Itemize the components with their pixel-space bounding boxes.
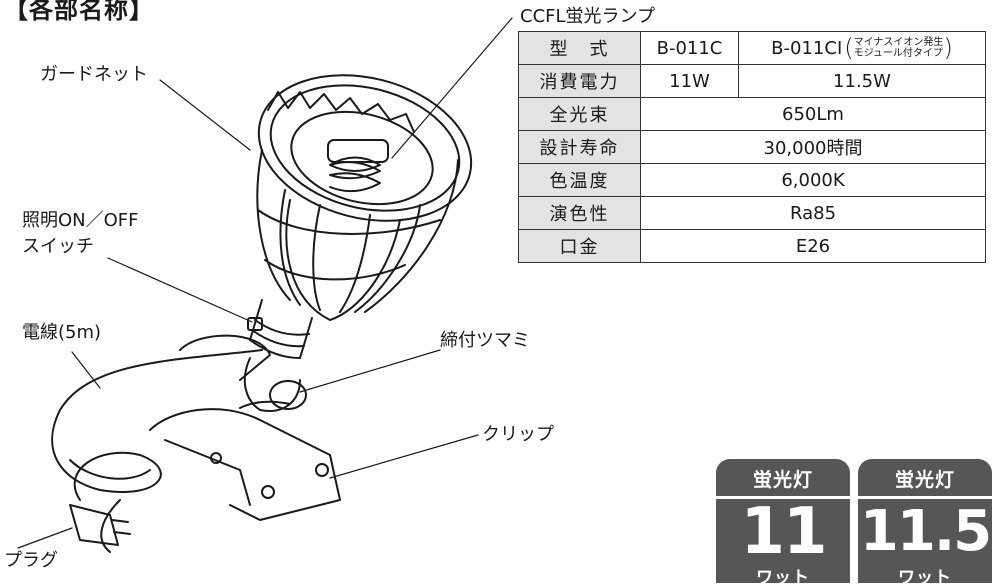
guard-net-ring (257, 74, 473, 222)
power-cord (51, 349, 263, 501)
badge-divider (858, 496, 992, 499)
leader-clip (329, 434, 479, 479)
tightening-knob (269, 380, 307, 410)
label-plug: プラグ (4, 550, 58, 571)
leader-lamp (391, 17, 513, 159)
badge-unit: ワット (756, 568, 810, 588)
leader-plug (17, 527, 73, 549)
badge-type: 蛍光灯 (894, 469, 955, 491)
label-switch-line2: スイッチ (22, 236, 94, 257)
table-row: 消費電力 11W 11.5W (518, 64, 986, 98)
badge-unit: ワット (898, 568, 952, 588)
spec-cell: E26 (640, 229, 986, 263)
switch-knob (247, 317, 263, 331)
spec-key: 設計寿命 (518, 130, 641, 164)
badge-divider (716, 496, 850, 499)
section-title: 【各部名称】 (4, 0, 154, 24)
table-row: 口金 E26 (518, 229, 986, 263)
badge-number: 11 (740, 495, 827, 569)
wattage-badge-11-5: 蛍光灯 11.5 ワット (858, 459, 992, 588)
badge-number: 11.5 (859, 499, 992, 564)
plug (69, 504, 119, 546)
model-b-note: ( マイナスイオン発生 モジュール付タイプ ) (844, 34, 953, 62)
model-b-note-1: マイナスイオン発生 (853, 37, 944, 48)
spec-cell: B-011CI ( マイナスイオン発生 モジュール付タイプ ) (738, 31, 986, 65)
spec-cell: Ra85 (640, 196, 986, 230)
model-b-note-2: モジュール付タイプ (853, 48, 943, 59)
spec-cell: 650Lm (640, 97, 986, 131)
leader-cord (71, 351, 101, 389)
ccfl-lamp (329, 156, 381, 193)
label-switch-line1: 照明ON／OFF (22, 210, 139, 231)
leader-knob (299, 349, 441, 393)
wattage-badge-11: 蛍光灯 11 ワット (716, 459, 850, 588)
spec-cell: B-011C (640, 31, 739, 65)
spec-key: 口金 (518, 229, 641, 263)
spec-cell: 6,000K (640, 163, 986, 197)
label-clip: クリップ (482, 424, 554, 445)
table-row: 型 式 B-011C B-011CI ( マイナスイオン発生 モジュール付タイプ… (518, 31, 986, 65)
spec-caption: CCFL蛍光ランプ (520, 6, 655, 27)
spec-key: 演色性 (518, 196, 641, 230)
label-guard-net: ガードネット (40, 64, 148, 85)
spec-table: 型 式 B-011C B-011CI ( マイナスイオン発生 モジュール付タイプ… (518, 31, 986, 263)
label-cord: 電線(5m) (22, 322, 102, 343)
spec-key: 全光束 (518, 97, 641, 131)
spec-key: 型 式 (518, 31, 641, 65)
table-row: 全光束 650Lm (518, 97, 986, 131)
badge-type: 蛍光灯 (752, 469, 813, 491)
leader-switch (107, 257, 253, 323)
spec-cell: 30,000時間 (640, 130, 986, 164)
clip-body (179, 334, 271, 381)
table-row: 色温度 6,000K (518, 163, 986, 197)
table-row: 設計寿命 30,000時間 (518, 130, 986, 164)
spec-key: 消費電力 (518, 64, 641, 98)
label-knob: 締付ツマミ (440, 330, 530, 351)
spec-key: 色温度 (518, 163, 641, 197)
spec-cell: 11.5W (738, 64, 986, 98)
leader-guard-net (159, 79, 251, 151)
table-row: 演色性 Ra85 (518, 196, 986, 230)
spec-cell: 11W (640, 64, 739, 98)
model-b: B-011CI (771, 37, 843, 59)
